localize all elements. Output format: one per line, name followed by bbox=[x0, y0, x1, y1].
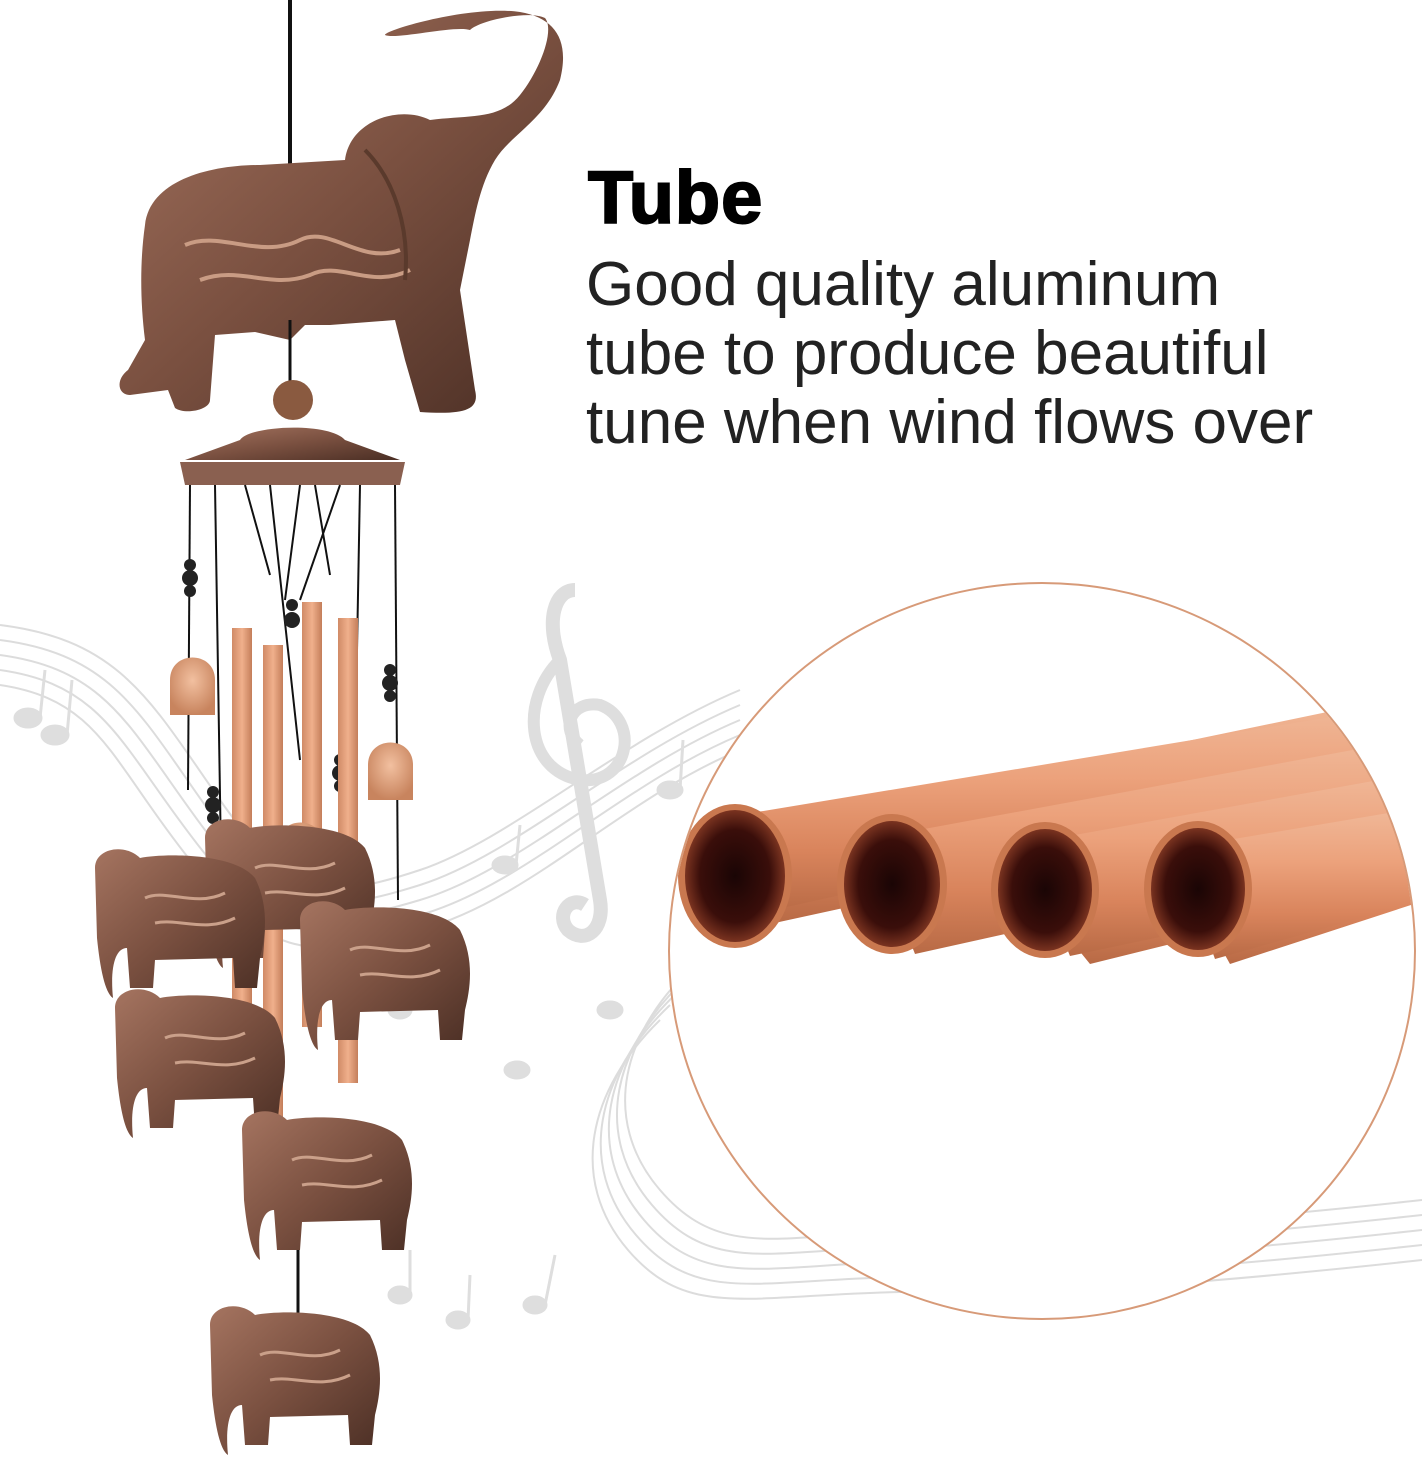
description-line-3: tune when wind flows over bbox=[586, 388, 1314, 457]
description-line-2: tube to produce beautiful bbox=[586, 319, 1269, 388]
description-line-1: Good quality aluminum bbox=[586, 250, 1221, 319]
hanging-elephant-2 bbox=[93, 847, 267, 1000]
copper-tubes-closeup bbox=[678, 694, 1414, 964]
wooden-bead bbox=[273, 380, 313, 420]
top-elephant-ornament bbox=[119, 10, 564, 413]
bell-1 bbox=[170, 657, 215, 715]
tube-closeup-frame bbox=[668, 582, 1416, 1320]
hanging-elephant-6 bbox=[208, 1304, 382, 1457]
hanging-elephant-5 bbox=[240, 1109, 414, 1262]
elephant-wind-chime-illustration bbox=[93, 0, 564, 1457]
chime-canopy bbox=[180, 427, 405, 485]
hanging-elephant-3 bbox=[298, 899, 472, 1052]
bell-2 bbox=[368, 742, 413, 800]
feature-description: Good quality aluminum tube to produce be… bbox=[586, 250, 1422, 457]
feature-title: Tube bbox=[587, 156, 764, 239]
